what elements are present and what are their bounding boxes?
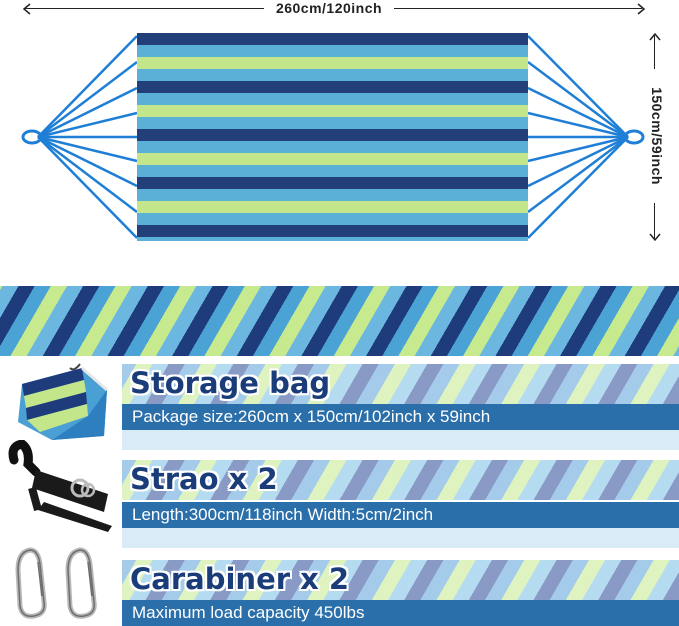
arrow-right-icon bbox=[637, 3, 646, 15]
carabiner-description: Maximum load capacity 450lbs bbox=[132, 603, 365, 622]
carabiner-title: Carabiner x 2 bbox=[130, 562, 350, 596]
carabiner-icon bbox=[15, 547, 97, 619]
storage-bag-icon bbox=[18, 363, 108, 440]
row-divider bbox=[122, 430, 679, 450]
strap-title-row: Strao x 2 bbox=[122, 460, 679, 500]
arrow-up-icon bbox=[649, 32, 661, 41]
rope-loop-left-icon bbox=[21, 129, 43, 145]
width-dimension-line-top bbox=[654, 34, 655, 72]
carabiner-desc-row: Maximum load capacity 450lbs bbox=[122, 600, 679, 626]
length-dimension-line-right bbox=[394, 8, 642, 9]
storage-bag-desc-row: Package size:260cm x 150cm/102inch x 59i… bbox=[122, 404, 679, 430]
rope-loop-right-icon bbox=[623, 129, 645, 145]
storage-bag-description: Package size:260cm x 150cm/102inch x 59i… bbox=[132, 407, 491, 426]
width-dimension: 150cm/59inch bbox=[640, 32, 670, 242]
length-label: 260cm/120inch bbox=[264, 0, 394, 16]
arrow-down-icon bbox=[649, 233, 661, 242]
width-dimension-line-bottom bbox=[654, 200, 655, 240]
strap-loop-icon bbox=[70, 478, 90, 498]
storage-bag-title: Storage bag bbox=[130, 366, 331, 400]
strap-icon bbox=[8, 440, 112, 532]
hammock-ropes bbox=[21, 35, 645, 239]
strap-title: Strao x 2 bbox=[130, 462, 278, 496]
length-dimension-line-left bbox=[24, 8, 264, 9]
length-dimension: 260cm/120inch bbox=[0, 0, 679, 20]
arrow-left-icon bbox=[22, 3, 31, 15]
row-divider bbox=[122, 528, 679, 548]
strap-desc-row: Length:300cm/118inch Width:5cm/2inch bbox=[122, 502, 679, 528]
hammock-bed bbox=[137, 33, 528, 241]
storage-bag-title-row: Storage bag bbox=[122, 364, 679, 404]
carabiner-title-row: Carabiner x 2 bbox=[122, 560, 679, 600]
strap-description: Length:300cm/118inch Width:5cm/2inch bbox=[132, 505, 434, 524]
